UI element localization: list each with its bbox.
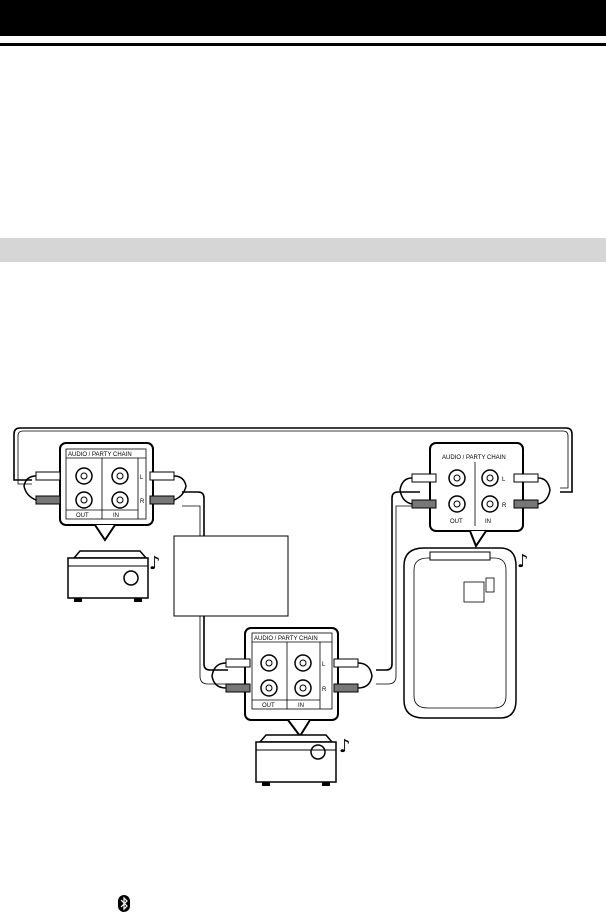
amplifier-middle	[255, 734, 337, 786]
party-chain-diagram: AUDIO / PARTY CHAIN L R OUT IN AUDIO / P…	[13, 427, 573, 786]
amplifier-left	[67, 550, 149, 602]
panel-left-l: L	[140, 475, 144, 481]
section-bar	[0, 238, 606, 262]
panel-right-in: IN	[485, 519, 491, 525]
panel-left-in: IN	[113, 513, 119, 519]
panel-left-r: R	[140, 499, 145, 505]
panel-left-out: OUT	[76, 513, 89, 519]
bluetooth-icon	[118, 895, 130, 912]
panel-middle-out: OUT	[262, 703, 275, 709]
music-note-icon: ♪	[517, 551, 529, 572]
panel-right: AUDIO / PARTY CHAIN L R OUT IN	[399, 442, 551, 549]
panel-right-title: AUDIO / PARTY CHAIN	[442, 455, 506, 461]
panel-left-title: AUDIO / PARTY CHAIN	[68, 452, 132, 458]
music-note-icon: ♪	[339, 736, 351, 757]
chain-cable-right	[376, 491, 420, 671]
panel-right-out: OUT	[450, 519, 463, 525]
panel-middle-l: L	[322, 662, 326, 668]
panel-right-r: R	[502, 503, 507, 509]
callout-box	[173, 535, 289, 617]
panel-middle-in: IN	[298, 703, 304, 709]
panel-middle-r: R	[322, 687, 327, 693]
panel-middle-title: AUDIO / PARTY CHAIN	[254, 636, 318, 642]
speaker-unit	[403, 547, 517, 719]
header-bar	[0, 0, 606, 36]
header-rule	[0, 43, 606, 46]
music-note-icon: ♪	[149, 553, 161, 574]
panel-right-l: L	[502, 477, 506, 483]
panel-middle: AUDIO / PARTY CHAIN L R OUT IN	[211, 627, 373, 738]
panel-left: AUDIO / PARTY CHAIN L R OUT IN	[23, 442, 187, 542]
chain-cable-top	[13, 427, 573, 493]
